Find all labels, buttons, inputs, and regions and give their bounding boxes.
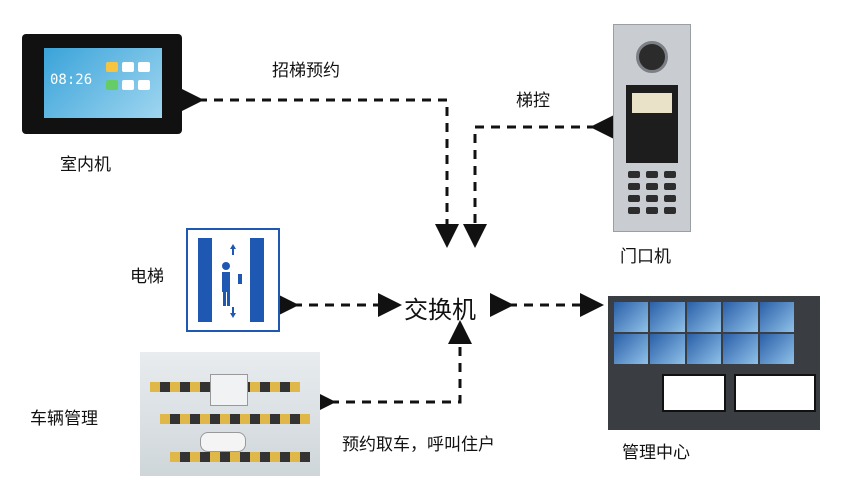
camera-icon	[636, 41, 668, 73]
monitor-icon	[662, 374, 726, 412]
monitor-icon	[734, 374, 816, 412]
app-tile-icon	[122, 62, 134, 72]
parking-lane	[170, 452, 310, 462]
elevator-door-right	[250, 238, 264, 322]
door-station-panel	[626, 85, 678, 163]
elevator-door-left	[198, 238, 212, 322]
elevator-icon	[186, 228, 280, 332]
link-label-parking-call: 预约取车，呼叫住户	[342, 435, 495, 455]
indoor-unit-label: 室内机	[60, 155, 111, 175]
door-station-image	[613, 24, 691, 232]
indoor-unit-image: 08:26	[22, 34, 182, 134]
video-wall	[614, 302, 794, 364]
link-indoor-switch	[180, 88, 459, 248]
parking-label: 车辆管理	[30, 409, 98, 429]
app-tile-icon	[138, 80, 150, 90]
elevator-label: 电梯	[130, 267, 164, 287]
door-station-lcd	[632, 93, 672, 113]
indoor-unit-clock: 08:26	[50, 72, 93, 88]
parking-lane	[160, 414, 310, 424]
link-label-call-elevator: 招梯预约	[272, 61, 340, 81]
management-center-label: 管理中心	[622, 443, 690, 463]
app-tile-icon	[122, 80, 134, 90]
app-tile-icon	[106, 80, 118, 90]
indoor-unit-screen: 08:26	[44, 48, 162, 118]
link-door-switch	[463, 115, 614, 248]
link-label-elevator-control: 梯控	[516, 91, 550, 111]
switch-label: 交换机	[404, 296, 476, 324]
parking-image	[140, 352, 320, 476]
link-parking-switch	[312, 320, 472, 414]
car-icon	[200, 432, 246, 452]
person-icon	[222, 244, 242, 318]
keypad	[628, 171, 678, 214]
door-station-label: 门口机	[620, 247, 671, 267]
app-tile-icon	[106, 62, 118, 72]
parking-booth	[210, 374, 248, 406]
app-tile-icon	[138, 62, 150, 72]
management-center-image	[608, 296, 820, 430]
